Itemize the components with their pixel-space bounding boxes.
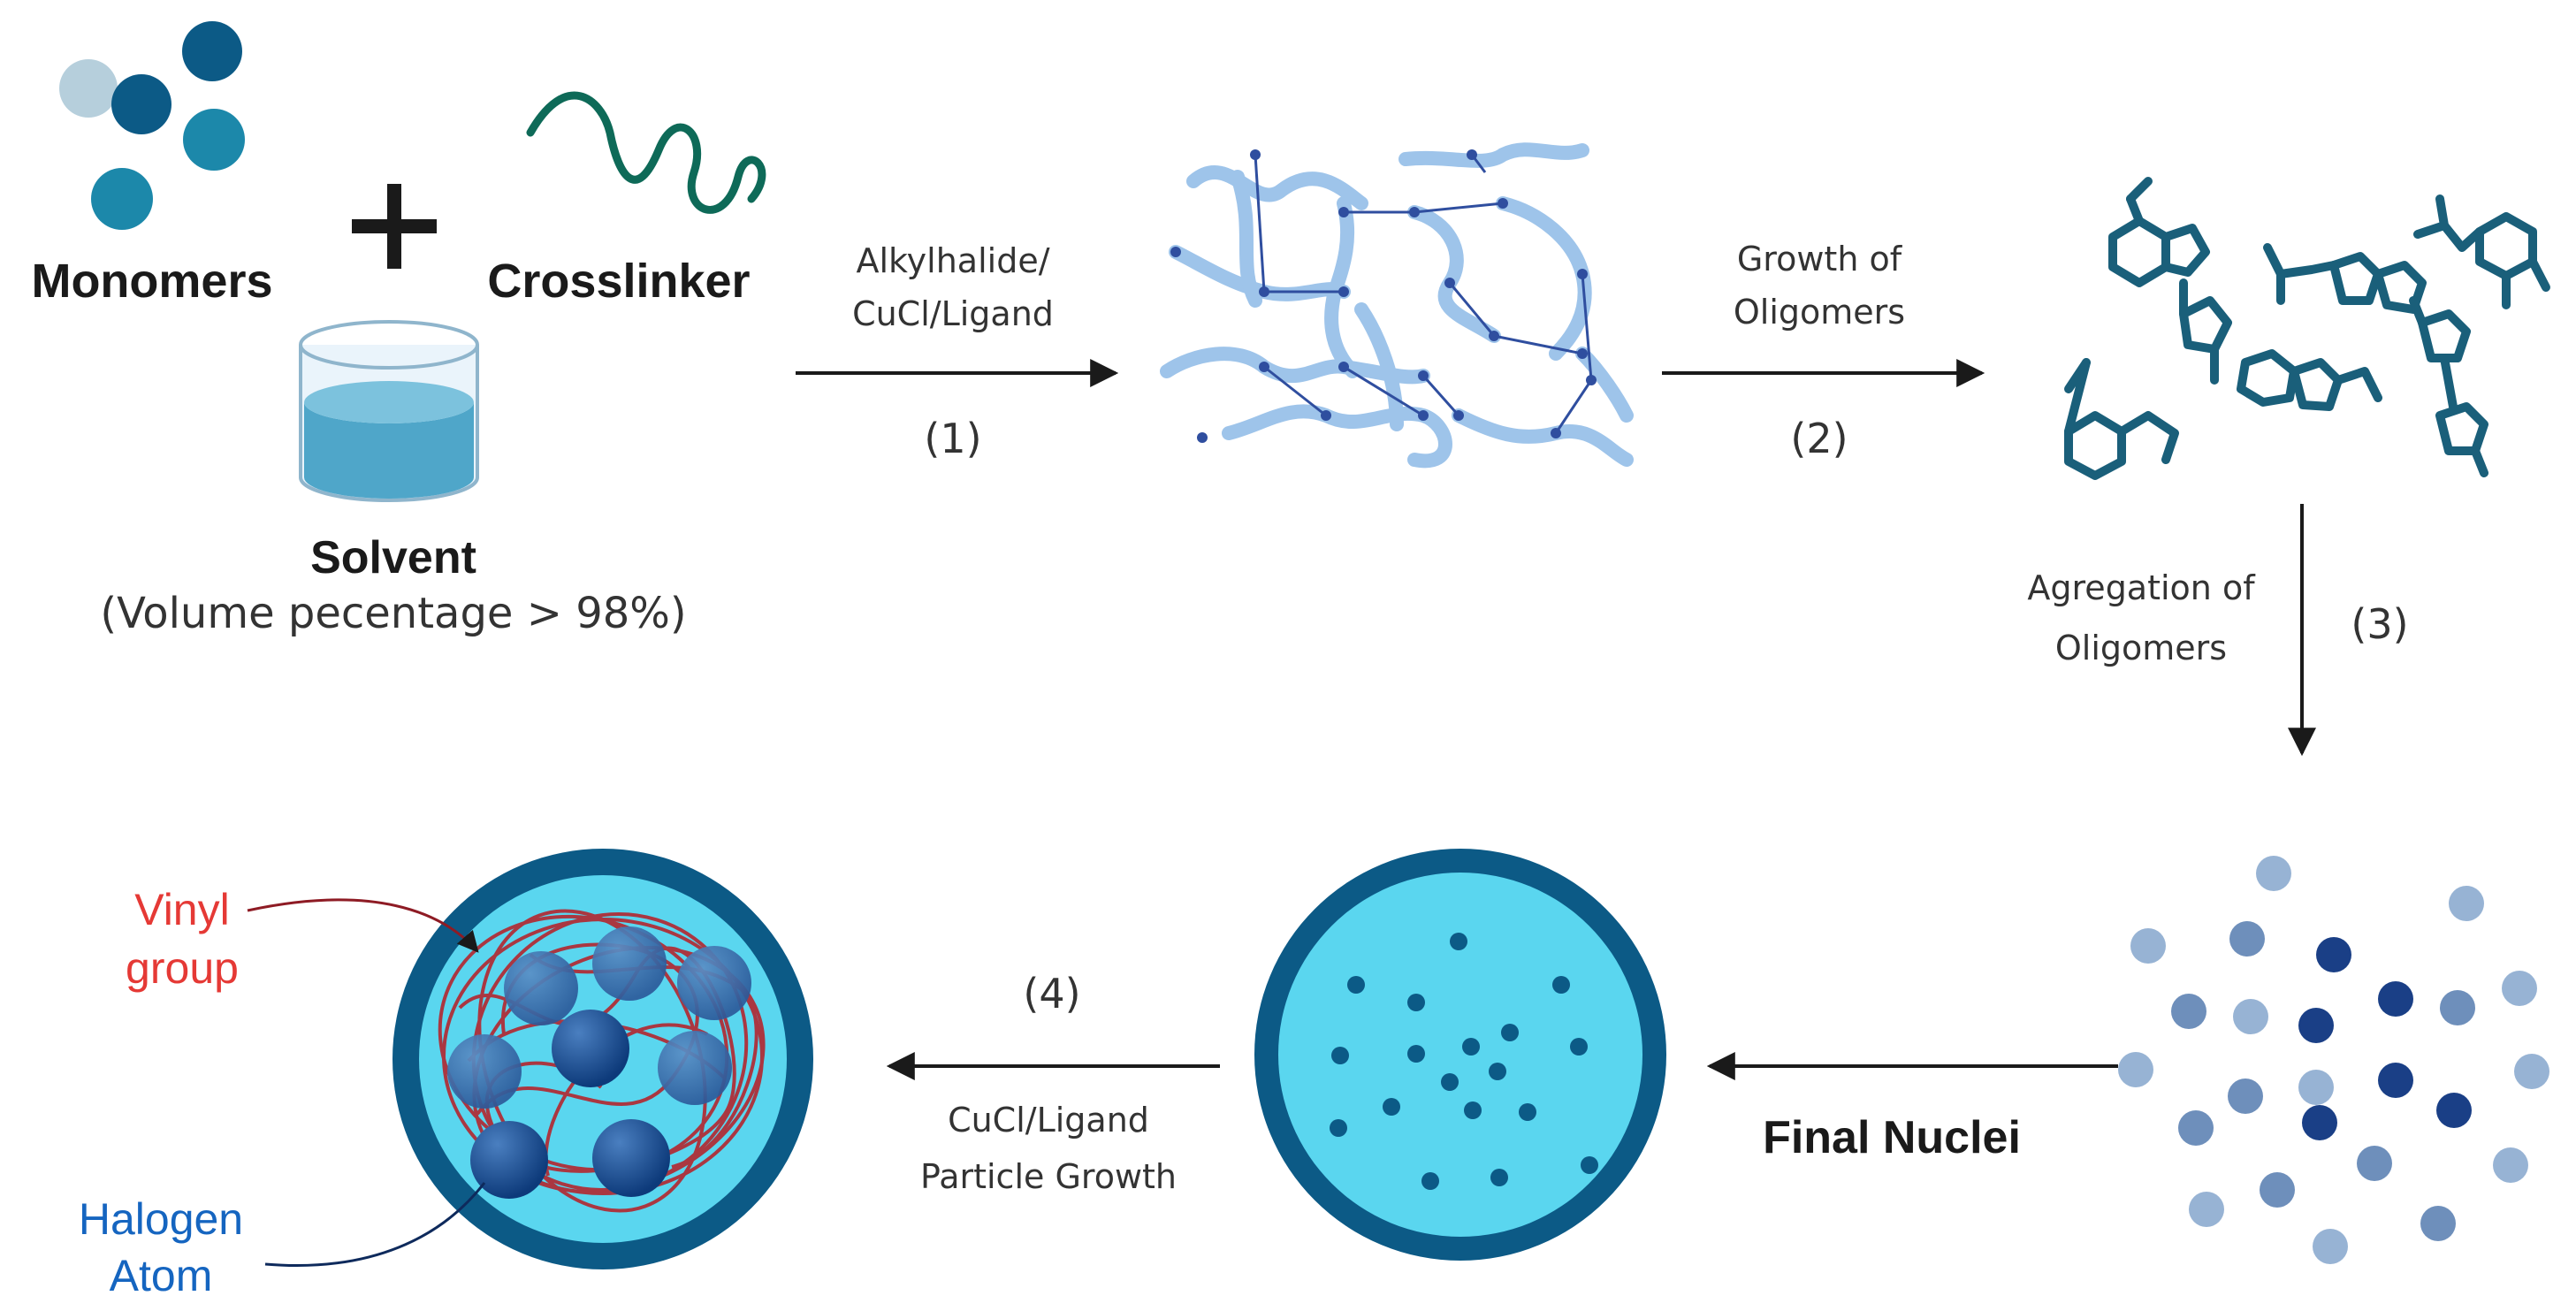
nucleus-bead bbox=[2502, 971, 2537, 1006]
monomer-bead bbox=[183, 109, 245, 171]
vinyl-label-line1: Vinyl bbox=[134, 885, 229, 934]
vinyl-label-line2: group bbox=[126, 943, 239, 993]
network-crosslinks bbox=[1254, 154, 1593, 434]
step2-line2: Oligomers bbox=[1734, 293, 1905, 332]
solvent-label: Solvent bbox=[310, 532, 476, 583]
monomer-bead bbox=[111, 74, 171, 134]
step2-line1: Growth of bbox=[1737, 240, 1903, 278]
final-nuclei-label: Final Nuclei bbox=[1763, 1112, 2021, 1163]
vinyl-pointer bbox=[247, 898, 479, 953]
nucleus-bead bbox=[2228, 1079, 2263, 1114]
oligomers-cluster bbox=[2064, 177, 2550, 480]
nucleus-bead bbox=[2298, 1008, 2334, 1043]
oligomer bbox=[2064, 358, 2179, 480]
monomer-bead bbox=[59, 59, 118, 118]
monomers-label: Monomers bbox=[31, 255, 272, 308]
step3-number: (3) bbox=[2351, 600, 2408, 648]
nucleus-bead bbox=[2256, 856, 2291, 891]
step2-number: (2) bbox=[1790, 415, 1848, 462]
oligomer bbox=[2263, 243, 2427, 314]
step1-reagent-line1: Alkylhalide/ bbox=[856, 241, 1049, 280]
nucleus-bead bbox=[2449, 886, 2484, 921]
nucleus-bead bbox=[2229, 921, 2265, 957]
nucleus-bead bbox=[2493, 1147, 2528, 1183]
nucleus-bead bbox=[2378, 981, 2413, 1017]
step4-line2: Particle Growth bbox=[920, 1157, 1177, 1196]
nucleus-bead bbox=[2298, 1070, 2334, 1105]
nucleus-bead bbox=[2514, 1054, 2549, 1089]
nucleus-bead bbox=[2357, 1146, 2392, 1181]
monomer-bead bbox=[91, 168, 153, 230]
monomer-bead bbox=[182, 21, 242, 81]
nucleus-bead bbox=[2130, 928, 2166, 964]
halogen-spheres bbox=[447, 926, 751, 1199]
step4-number: (4) bbox=[1023, 970, 1080, 1018]
final-nuclei-beads bbox=[2118, 856, 2549, 1264]
halogen-label-line1: Halogen bbox=[79, 1194, 243, 1244]
oligomer bbox=[2413, 194, 2550, 309]
nucleus-bead bbox=[2171, 994, 2206, 1029]
step3-line2: Oligomers bbox=[2055, 629, 2227, 667]
nucleus-bead bbox=[2378, 1063, 2413, 1098]
plus-sign bbox=[352, 184, 437, 269]
step1-reagent-line2: CuCl/Ligand bbox=[852, 294, 1054, 333]
monomers-cluster bbox=[59, 21, 245, 230]
network-nodes bbox=[1170, 149, 1597, 443]
solvent-volume-note: (Volume pecentage > 98%) bbox=[100, 589, 686, 638]
nucleus-bead bbox=[2189, 1192, 2224, 1227]
nucleus-bead bbox=[2118, 1052, 2153, 1087]
oligomer bbox=[2409, 296, 2488, 477]
oligomer bbox=[2108, 177, 2232, 385]
nucleus-bead bbox=[2260, 1172, 2295, 1208]
crosslinker-label: Crosslinker bbox=[487, 255, 750, 308]
nuclei-particle bbox=[1254, 849, 1666, 1261]
nucleus-bead bbox=[2178, 1110, 2214, 1146]
oligomer bbox=[2237, 349, 2382, 411]
nucleus-bead bbox=[2233, 999, 2268, 1034]
halogen-label-line2: Atom bbox=[110, 1251, 213, 1300]
solvent-beaker bbox=[299, 320, 479, 502]
final-particle bbox=[392, 849, 813, 1269]
step1-number: (1) bbox=[924, 415, 981, 462]
nucleus-bead bbox=[2313, 1229, 2348, 1264]
nucleus-bead bbox=[2420, 1206, 2456, 1241]
nucleus-bead bbox=[2316, 937, 2351, 972]
nucleus-bead bbox=[2436, 1093, 2472, 1128]
nucleus-bead bbox=[2440, 990, 2475, 1025]
step3-line1: Agregation of bbox=[2027, 568, 2256, 607]
nucleus-bead bbox=[2302, 1105, 2337, 1140]
crosslinked-network bbox=[1160, 142, 1634, 469]
crosslinker-chain bbox=[526, 91, 766, 214]
halogen-pointer bbox=[264, 1182, 486, 1267]
step4-line1: CuCl/Ligand bbox=[948, 1101, 1149, 1140]
